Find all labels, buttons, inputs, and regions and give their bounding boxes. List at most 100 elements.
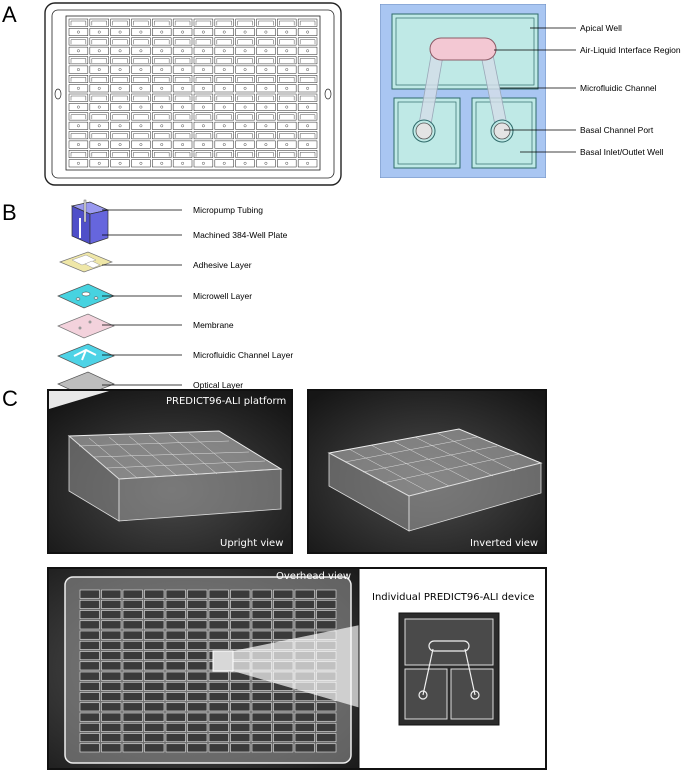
overhead-well: [294, 712, 315, 722]
plate-well: [297, 75, 318, 83]
plate-well: [277, 37, 297, 46]
overhead-well: [79, 651, 100, 661]
overhead-well: [251, 610, 272, 620]
plate-well: [152, 18, 172, 27]
plate-well: [131, 112, 151, 121]
plate-well: [110, 46, 130, 55]
overhead-well: [187, 589, 208, 599]
overhead-well: [165, 589, 186, 599]
overhead-well: [79, 610, 100, 620]
overhead-well: [101, 743, 122, 753]
overhead-well: [187, 630, 208, 640]
overhead-well: [208, 743, 229, 753]
zoom-wedge: [233, 617, 399, 719]
overhead-well: [79, 599, 100, 609]
plate-well: [256, 65, 276, 74]
overhead-well: [122, 661, 143, 671]
caption-platform: PREDICT96-ALI platform: [166, 396, 287, 407]
overhead-well: [230, 743, 251, 753]
overhead-well: [165, 743, 186, 753]
plate-well: [214, 75, 234, 83]
plate-well: [235, 56, 255, 65]
overhead-well: [101, 599, 122, 609]
overhead-well: [101, 589, 122, 599]
label-basal-well: Basal Inlet/Outlet Well: [580, 147, 664, 157]
plate-well: [235, 121, 255, 130]
caption-overhead: Overhead view: [276, 571, 352, 582]
panel-b-letter: B: [2, 200, 17, 225]
overhead-well: [294, 733, 315, 743]
plate-well: [256, 131, 276, 140]
plate-well: [277, 84, 297, 93]
plate-well: [193, 131, 214, 140]
overhead-well: [208, 610, 229, 620]
overhead-well: [316, 610, 337, 620]
overhead-well: [294, 620, 315, 630]
caption-upright: Upright view: [220, 538, 284, 549]
plate-well: [131, 56, 151, 65]
plate-well: [256, 28, 276, 36]
overhead-well: [273, 712, 294, 722]
plate-well: [256, 37, 276, 46]
plate-well: [214, 140, 234, 149]
tubing-2: [83, 199, 87, 223]
overhead-well: [101, 692, 122, 702]
zoom-apical-well: [404, 618, 494, 666]
plate-well: [172, 140, 193, 149]
overhead-well: [144, 712, 165, 722]
plate-well: [193, 18, 214, 27]
overhead-well: [165, 630, 186, 640]
layer-label-membrane: Membrane: [193, 320, 234, 330]
plate-well: [172, 37, 193, 46]
overhead-well: [273, 589, 294, 599]
plate-well: [131, 28, 151, 36]
overhead-well: [101, 722, 122, 732]
overhead-well: [208, 722, 229, 732]
overhead-well: [251, 702, 272, 712]
plate-well: [277, 112, 297, 121]
zoom-ali-region: [428, 640, 470, 652]
plate-well: [193, 103, 214, 111]
plate-well: [214, 103, 234, 111]
plate-well: [193, 93, 214, 102]
zoom-basal-well-left: [404, 668, 448, 720]
overhead-well: [251, 692, 272, 702]
plate-top-view: [44, 2, 342, 186]
plate-well: [110, 75, 130, 83]
plate-well: [110, 159, 130, 168]
plate-well: [214, 46, 234, 55]
plate-well: [152, 37, 172, 46]
overhead-well: [294, 589, 315, 599]
plate-well: [235, 75, 255, 83]
plate-well: [89, 150, 109, 158]
plate-well: [68, 46, 89, 55]
plate-well: [193, 159, 214, 168]
overhead-well: [79, 681, 100, 691]
layer-label-adhesive: Adhesive Layer: [193, 260, 252, 270]
zoom-port-right: [470, 690, 480, 700]
overhead-well: [101, 630, 122, 640]
overhead-well: [165, 620, 186, 630]
overhead-well: [101, 733, 122, 743]
plate-well: [297, 93, 318, 102]
plate-well: [68, 131, 89, 140]
plate-well: [214, 150, 234, 158]
label-apical-well: Apical Well: [580, 23, 622, 33]
plate-well: [214, 121, 234, 130]
plate-well: [172, 46, 193, 55]
overhead-well: [294, 722, 315, 732]
overhead-well: [122, 712, 143, 722]
plate-well: [110, 37, 130, 46]
plate-well: [297, 37, 318, 46]
plate-well: [297, 84, 318, 93]
overhead-well: [101, 661, 122, 671]
plate-well: [214, 131, 234, 140]
overhead-well: [101, 620, 122, 630]
overhead-well: [187, 692, 208, 702]
plate-well: [235, 150, 255, 158]
overhead-well: [273, 722, 294, 732]
overhead-well: [79, 743, 100, 753]
overhead-well: [79, 671, 100, 681]
plate-well: [193, 121, 214, 130]
plate-well: [152, 46, 172, 55]
